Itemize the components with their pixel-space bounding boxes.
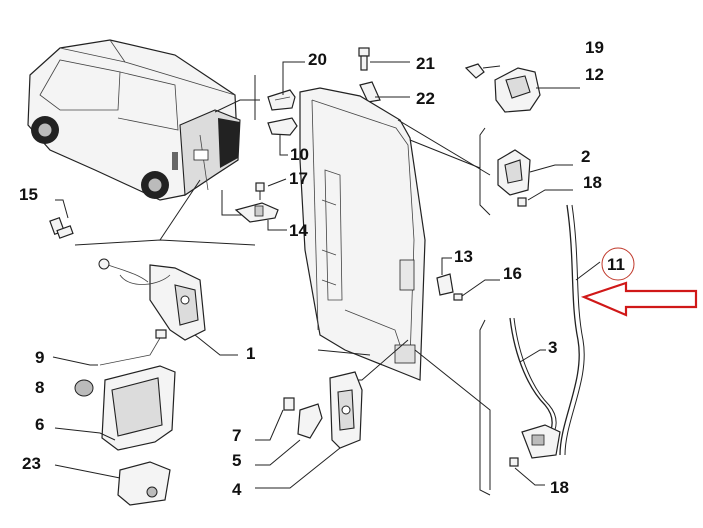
part-15-bolt — [49, 216, 74, 239]
part-18-screw-bottom — [509, 457, 519, 467]
part-21-bolt — [358, 47, 370, 71]
part-12-handle — [494, 67, 541, 113]
callout-23: 23 — [22, 454, 41, 473]
callout-11: 11 — [607, 255, 625, 274]
part-18-screw-top — [517, 197, 527, 207]
callout-14: 14 — [289, 221, 308, 240]
callout-8: 8 — [35, 378, 45, 397]
part-4-lock — [329, 371, 363, 449]
part-8-cap — [74, 379, 94, 397]
callout-7: 7 — [232, 426, 242, 445]
callout-18-bottom: 18 — [550, 478, 569, 497]
part-13-bracket — [436, 273, 454, 296]
part-2-hinge — [497, 149, 531, 196]
callout-2: 2 — [581, 147, 591, 166]
callout-18-top: 18 — [583, 173, 602, 192]
callout-20: 20 — [308, 50, 327, 69]
part-10-bracket — [267, 117, 298, 136]
callout-9: 9 — [35, 348, 45, 367]
callout-17: 17 — [289, 169, 308, 188]
callout-6: 6 — [35, 415, 45, 434]
part-19-clip — [464, 63, 485, 79]
part-1-lock — [98, 258, 206, 341]
callout-12: 12 — [585, 65, 604, 84]
callout-1: 1 — [246, 344, 256, 363]
part-3-lock-mechanism — [521, 424, 561, 459]
callout-13: 13 — [454, 247, 473, 266]
callout-19: 19 — [585, 38, 604, 57]
part-3-cable — [509, 317, 557, 436]
part-20-bracket — [267, 89, 296, 111]
callout-15: 15 — [19, 185, 38, 204]
part-16-screw — [453, 293, 463, 301]
callout-16: 16 — [503, 264, 522, 283]
highlight-circle — [601, 247, 635, 281]
callout-10: 10 — [290, 145, 309, 164]
callout-4: 4 — [232, 480, 242, 499]
callout-5: 5 — [232, 451, 242, 470]
callout-21: 21 — [416, 54, 435, 73]
part-17-screw — [255, 182, 265, 200]
part-9-connector — [99, 329, 167, 366]
rear-door-panel — [299, 87, 426, 381]
van-illustration — [27, 39, 250, 241]
part-23-bracket — [117, 461, 171, 506]
part-11-cable — [559, 204, 585, 456]
part-7-clip — [283, 397, 295, 411]
part-14-striker — [234, 202, 279, 223]
highlight-arrow — [580, 281, 698, 317]
part-6-handle — [101, 365, 176, 451]
callout-3: 3 — [548, 338, 558, 357]
part-5-bracket — [297, 403, 323, 439]
callout-22: 22 — [416, 89, 435, 108]
